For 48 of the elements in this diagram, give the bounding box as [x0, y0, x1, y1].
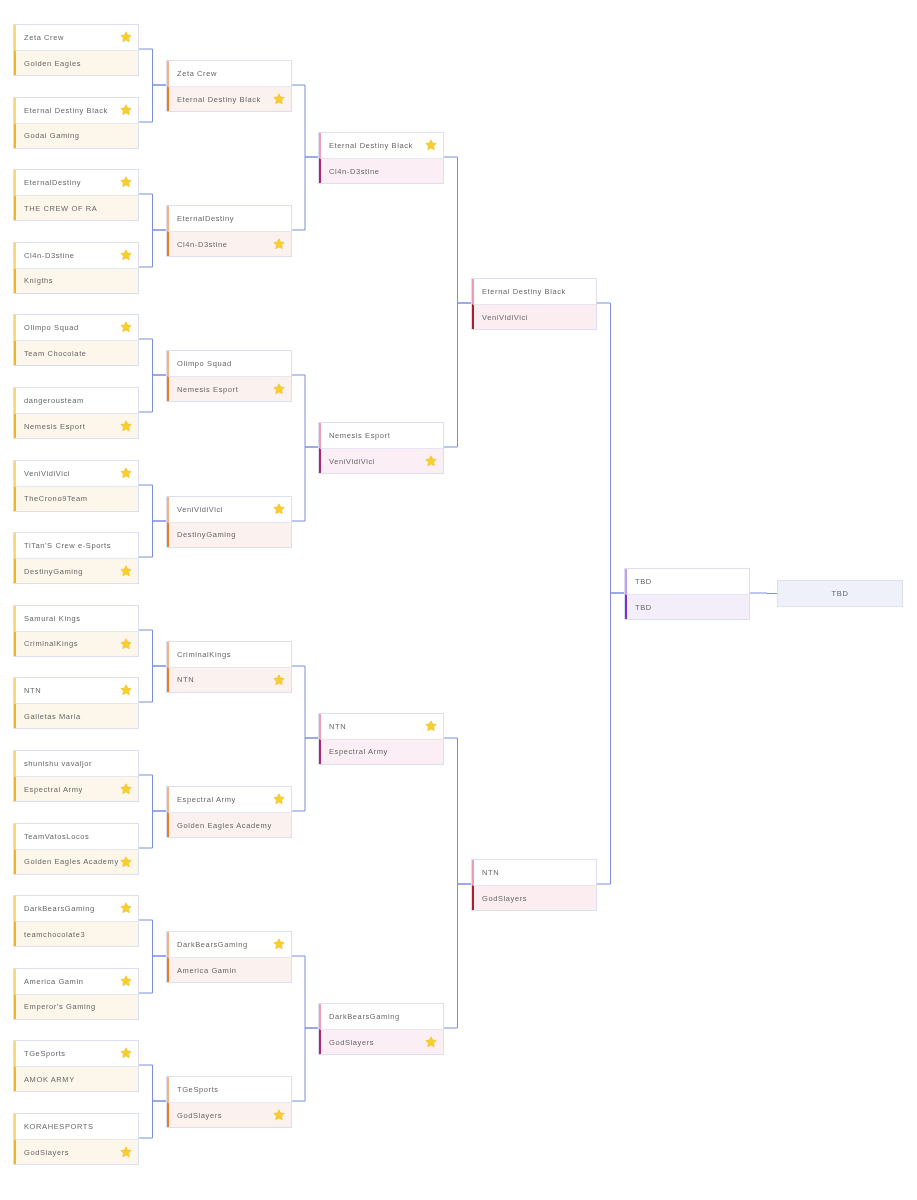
match-card — [318, 1003, 444, 1056]
match-card — [166, 60, 292, 112]
match-card — [471, 278, 597, 330]
match-card — [13, 1040, 139, 1093]
match-card — [13, 604, 139, 657]
match-card — [318, 422, 444, 475]
match-card — [13, 1113, 139, 1165]
bracket-connector — [443, 302, 472, 448]
match-card — [13, 532, 139, 585]
match-card — [318, 132, 444, 184]
bracket-connector — [138, 665, 167, 703]
bracket-connector — [138, 229, 167, 268]
bracket-connector — [749, 592, 778, 594]
bracket-connector — [138, 520, 167, 558]
match-card — [13, 895, 139, 948]
bracket-connector — [291, 737, 319, 812]
bracket-connector — [138, 810, 167, 849]
match-card — [13, 169, 139, 222]
bracket-connector — [596, 592, 625, 885]
match-card — [13, 241, 139, 294]
match-card — [318, 712, 444, 765]
match-card — [624, 568, 750, 620]
match-card — [13, 387, 139, 439]
match-card — [13, 822, 139, 875]
bracket-connector — [291, 1027, 319, 1102]
match-card — [166, 1076, 292, 1129]
match-card — [13, 750, 139, 802]
bracket-connector — [291, 156, 319, 231]
match-card — [166, 931, 292, 984]
bracket-connector — [138, 84, 167, 123]
match-card — [13, 314, 139, 367]
match-card — [13, 967, 139, 1020]
bracket-connector — [138, 1100, 167, 1139]
match-card — [166, 640, 292, 693]
match-card — [166, 350, 292, 403]
match-card — [166, 205, 292, 258]
match-card — [166, 786, 292, 838]
match-card — [13, 96, 139, 149]
bracket-connector — [291, 446, 319, 522]
bracket-connector — [443, 883, 472, 1029]
match-card — [13, 24, 139, 76]
match-card — [471, 859, 597, 911]
match-card — [166, 495, 292, 548]
final-box — [777, 580, 903, 607]
match-card — [13, 677, 139, 730]
bracket-connector — [138, 955, 167, 994]
match-card — [13, 459, 139, 512]
bracket-connector — [138, 374, 167, 413]
